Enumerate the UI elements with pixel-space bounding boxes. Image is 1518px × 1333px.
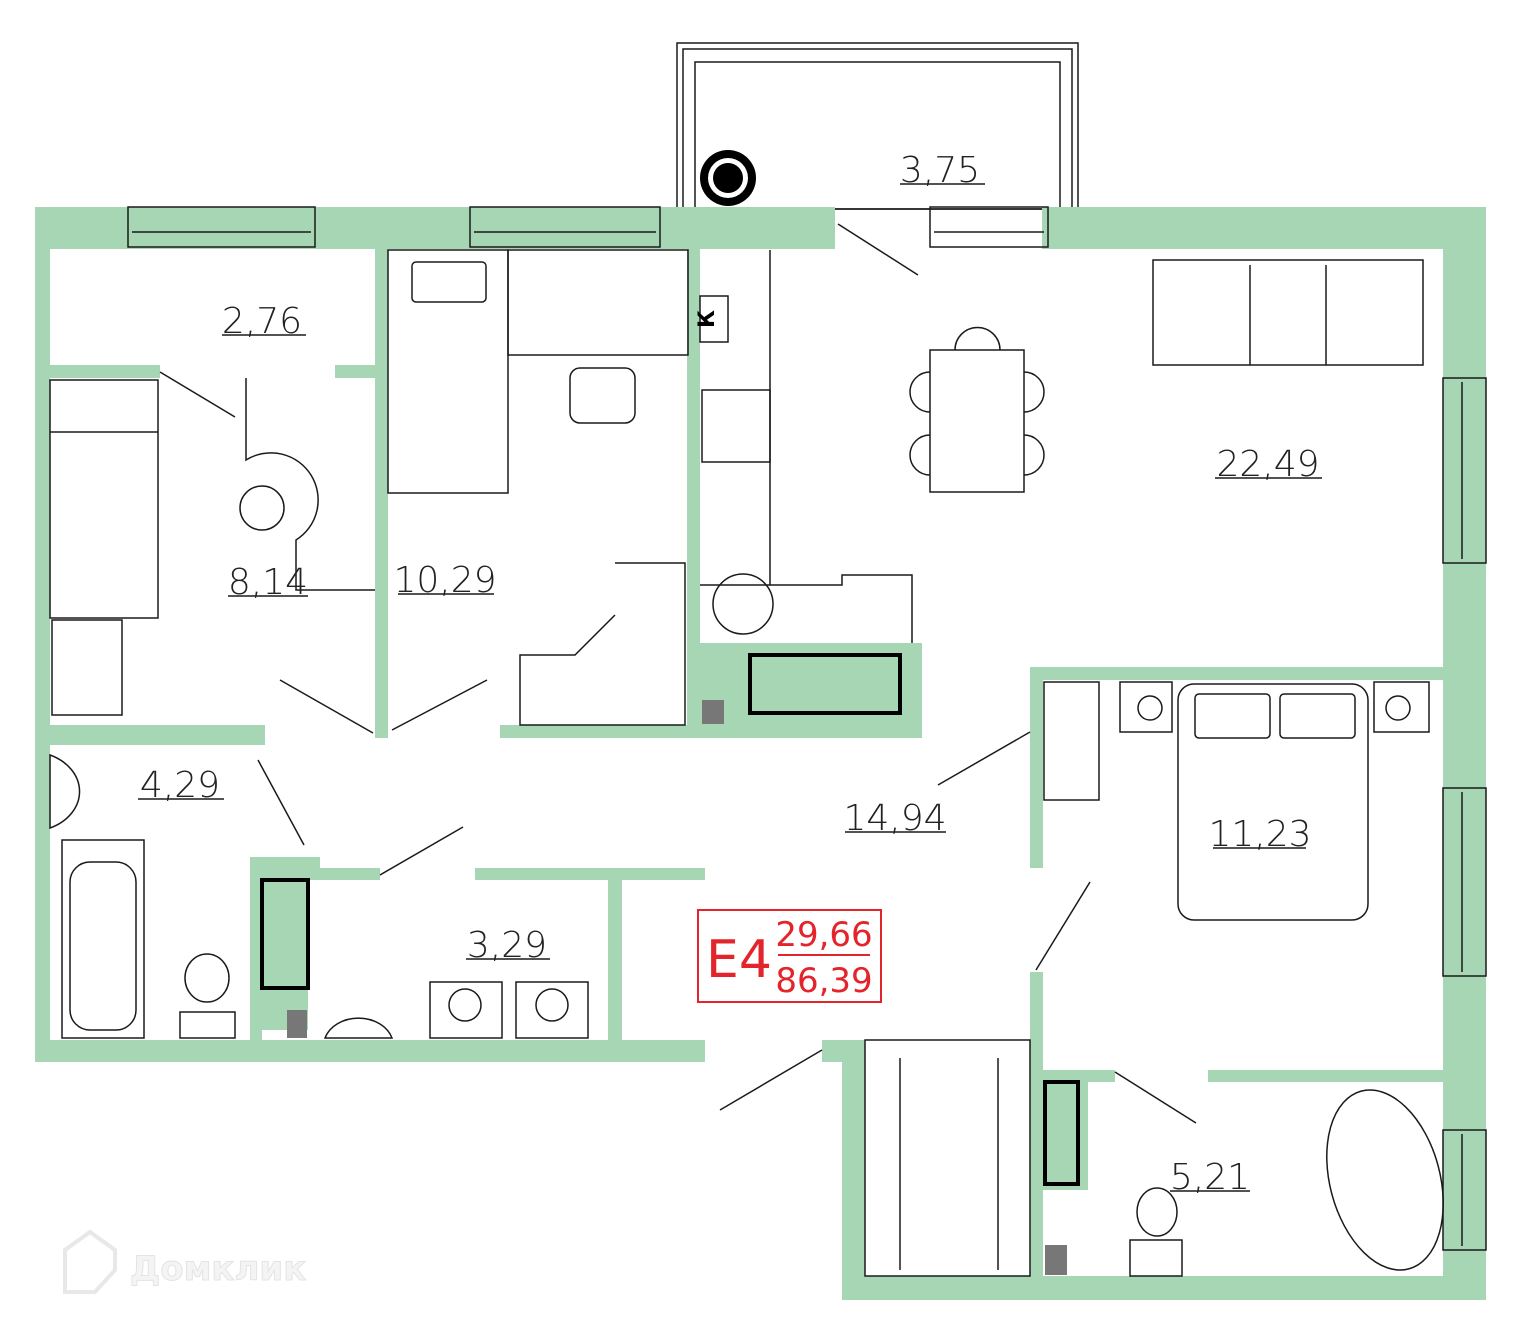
- boiler-bath: [260, 878, 310, 990]
- corner-bath: [1326, 1089, 1444, 1271]
- area-bathroom: 4,29: [140, 765, 220, 806]
- sink: [712, 573, 774, 635]
- toilet: [179, 1011, 236, 1039]
- living-area: 29,66: [775, 915, 872, 955]
- washing-machine: [429, 981, 503, 1039]
- walls: [35, 207, 1486, 1300]
- corner-wardrobe: [519, 562, 686, 726]
- bathtub: [61, 839, 145, 1039]
- sink-laundry: [323, 1017, 394, 1039]
- area-living-kitchen: 22,49: [1216, 444, 1319, 485]
- area-hall: 14,94: [843, 798, 946, 839]
- area-bedroom-study: 10,29: [393, 560, 496, 601]
- watermark: Домклик: [63, 1229, 307, 1294]
- doors: [159, 223, 1197, 1124]
- wardrobe-master: [1043, 681, 1100, 801]
- balcony: [676, 42, 1079, 210]
- bed-single: [49, 379, 159, 619]
- stove: [701, 389, 771, 463]
- area-bedroom-small: 8,14: [228, 562, 308, 603]
- area-master-bath: 5,21: [1170, 1157, 1250, 1198]
- toilet-master: [1129, 1239, 1183, 1277]
- unit-label: E4 29,66 86,39: [697, 909, 882, 1003]
- dining-table: [929, 349, 1025, 493]
- walk-in-closet: [864, 1039, 1031, 1277]
- watermark-text: Домклик: [130, 1249, 306, 1289]
- double-bed: [1177, 683, 1369, 921]
- area-storage: 2,76: [222, 301, 302, 342]
- boiler: [748, 653, 902, 715]
- kitchen-marker: К: [695, 310, 720, 328]
- area-laundry: 3,29: [467, 925, 547, 966]
- dryer: [515, 981, 589, 1039]
- room-labels: 3,75 2,76 8,14 10,29 22,49 14,94 11,23 4…: [138, 150, 1322, 1198]
- domclick-logo-icon: [63, 1229, 117, 1294]
- area-bedroom-master: 11,23: [1208, 814, 1311, 855]
- furniture: [49, 249, 1444, 1277]
- unit-code: E4: [706, 930, 772, 990]
- office-chair: [569, 367, 636, 424]
- sofa: [1152, 259, 1424, 366]
- desk: [507, 249, 689, 356]
- desk-corner: [245, 378, 375, 591]
- area-balcony: 3,75: [900, 150, 980, 191]
- kitchen-marker-box: [699, 295, 729, 343]
- wardrobe: [51, 619, 123, 716]
- washbasin: [49, 753, 81, 830]
- bed-study: [387, 249, 509, 494]
- total-area: 86,39: [775, 961, 872, 1001]
- boiler-master: [1043, 1080, 1080, 1186]
- chair: [239, 485, 285, 531]
